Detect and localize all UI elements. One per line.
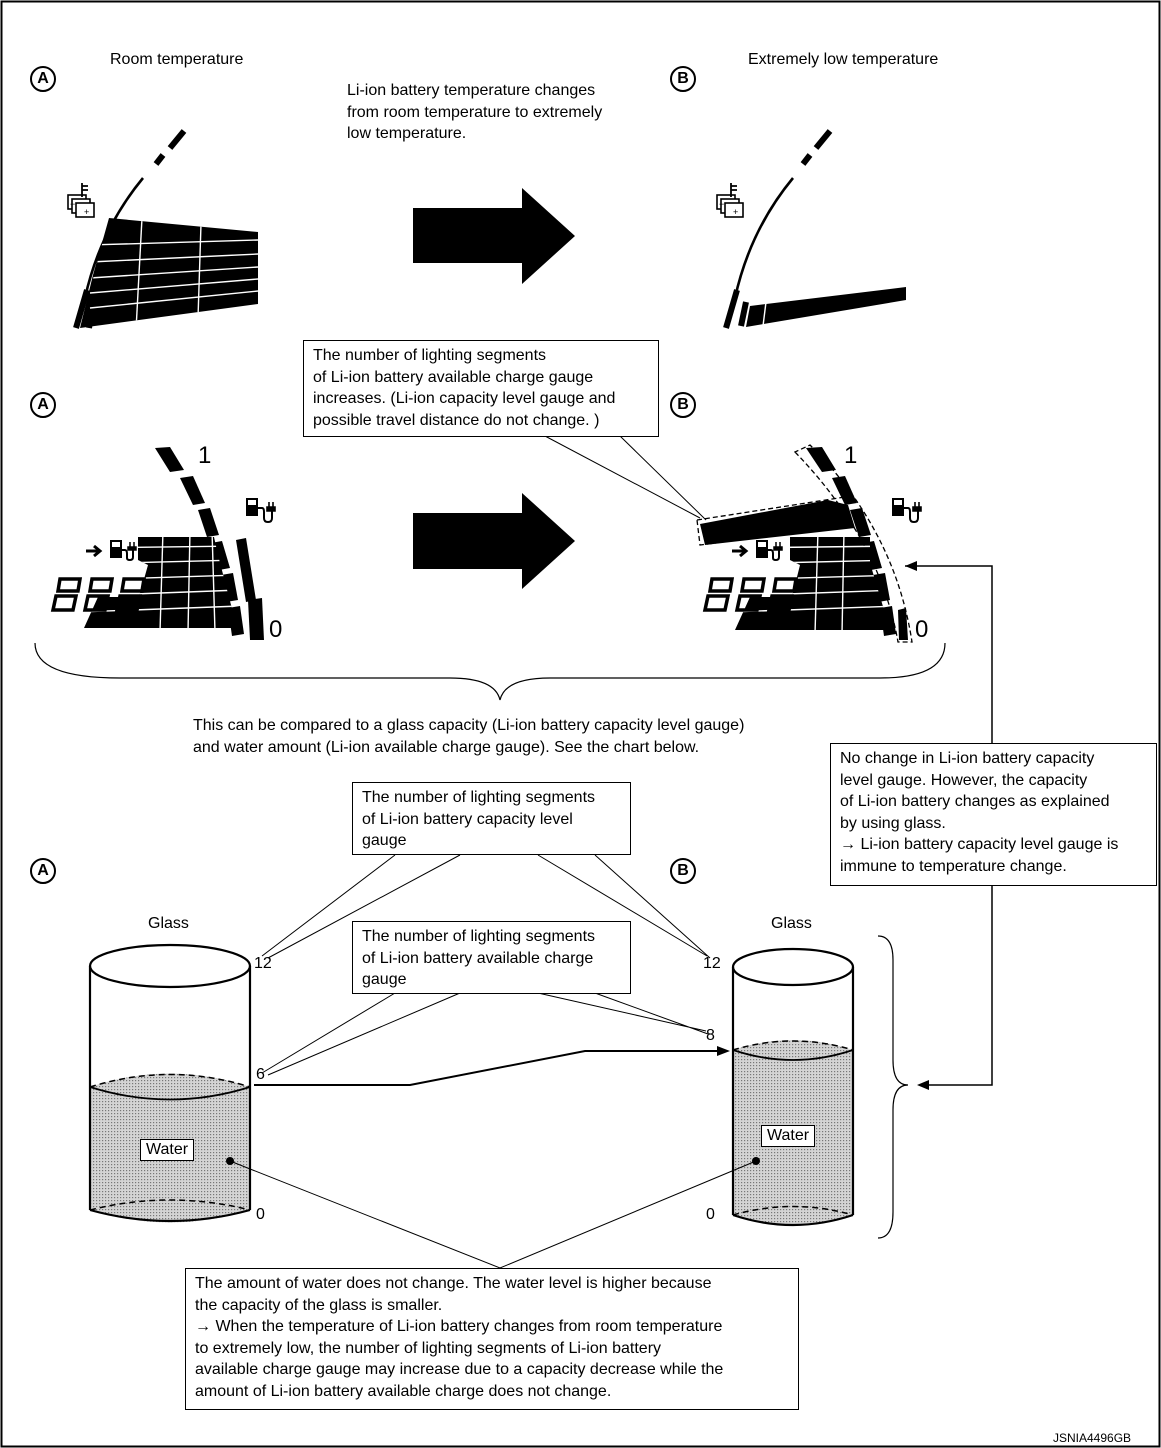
- glass-a-level-6: 6: [256, 1066, 265, 1083]
- brace: [877, 935, 909, 1239]
- glass-a: [88, 943, 252, 1223]
- lighting-segments-note: The number of lighting segments of Li-io…: [303, 340, 659, 437]
- charge-gauge-a: [84, 447, 264, 640]
- leader-line: [229, 1160, 757, 1269]
- glass-b-level-8: 8: [706, 1027, 715, 1044]
- charge-plug-icon: [892, 498, 922, 524]
- available-segments-note: The number of lighting segments of Li-io…: [352, 921, 631, 994]
- comparison-text: This can be compared to a glass capacity…: [193, 717, 745, 756]
- charge-plug-icon: [86, 540, 137, 562]
- room-temperature-label: Room temperature: [110, 51, 244, 68]
- charge-plug-icon: [246, 498, 276, 524]
- leader-line: [261, 992, 461, 1076]
- battery-temperature-icon: − +: [716, 183, 744, 218]
- glass-b-level-12: 12: [703, 955, 721, 972]
- water-explanation-note: The amount of water does not change. The…: [185, 1268, 799, 1410]
- gauge-a-full-label: 1: [198, 442, 212, 469]
- battery-temp-gauge-a: [73, 129, 258, 329]
- svg-text:−: −: [70, 199, 75, 209]
- reference-code: JSNIA4496GB: [1053, 1431, 1132, 1445]
- extremely-low-temperature-label: Extremely low temperature: [748, 51, 939, 68]
- glass-a-level-12: 12: [254, 955, 272, 972]
- gauge-b-full-label: 1: [844, 442, 858, 469]
- svg-text:+: +: [84, 207, 89, 217]
- seven-segment-display-b: [702, 577, 799, 612]
- svg-text:−: −: [719, 199, 724, 209]
- leader-line: [544, 435, 707, 521]
- svg-text:+: +: [733, 207, 738, 217]
- arrow-right-icon: [413, 493, 575, 589]
- no-change-note: No change in Li-ion battery capacity lev…: [830, 743, 1157, 886]
- label-b-bottom: B: [670, 858, 696, 884]
- level-arrow: [254, 1050, 720, 1086]
- glass-a-label: Glass: [148, 915, 189, 932]
- glass-a-level-0: 0: [256, 1206, 265, 1223]
- battery-temperature-icon: − +: [67, 183, 95, 218]
- gauge-b-empty-label: 0: [915, 616, 929, 643]
- label-a-middle: A: [30, 392, 56, 418]
- water-b-label: Water: [761, 1125, 816, 1147]
- capacity-segments-note: The number of lighting segments of Li-io…: [352, 782, 631, 855]
- glass-b: [731, 947, 855, 1227]
- charge-gauge-b: [696, 444, 913, 643]
- label-b-middle: B: [670, 392, 696, 418]
- leader-line: [537, 992, 709, 1035]
- arrow-right-icon: [413, 188, 575, 284]
- gauge-a-empty-label: 0: [269, 616, 283, 643]
- water-a-label: Water: [140, 1139, 195, 1161]
- brace: [34, 642, 946, 701]
- temperature-change-text: Li-ion battery temperature changes from …: [347, 82, 603, 142]
- leader-line: [537, 854, 711, 959]
- glass-b-level-0: 0: [706, 1206, 715, 1223]
- label-b-top: B: [670, 66, 696, 92]
- leader-line: [261, 854, 461, 959]
- seven-segment-display-a: [50, 577, 147, 612]
- label-a-bottom: A: [30, 858, 56, 884]
- glass-b-label: Glass: [771, 915, 812, 932]
- label-a-top: A: [30, 66, 56, 92]
- charge-plug-icon: [732, 540, 783, 562]
- battery-temp-gauge-b: [723, 129, 906, 329]
